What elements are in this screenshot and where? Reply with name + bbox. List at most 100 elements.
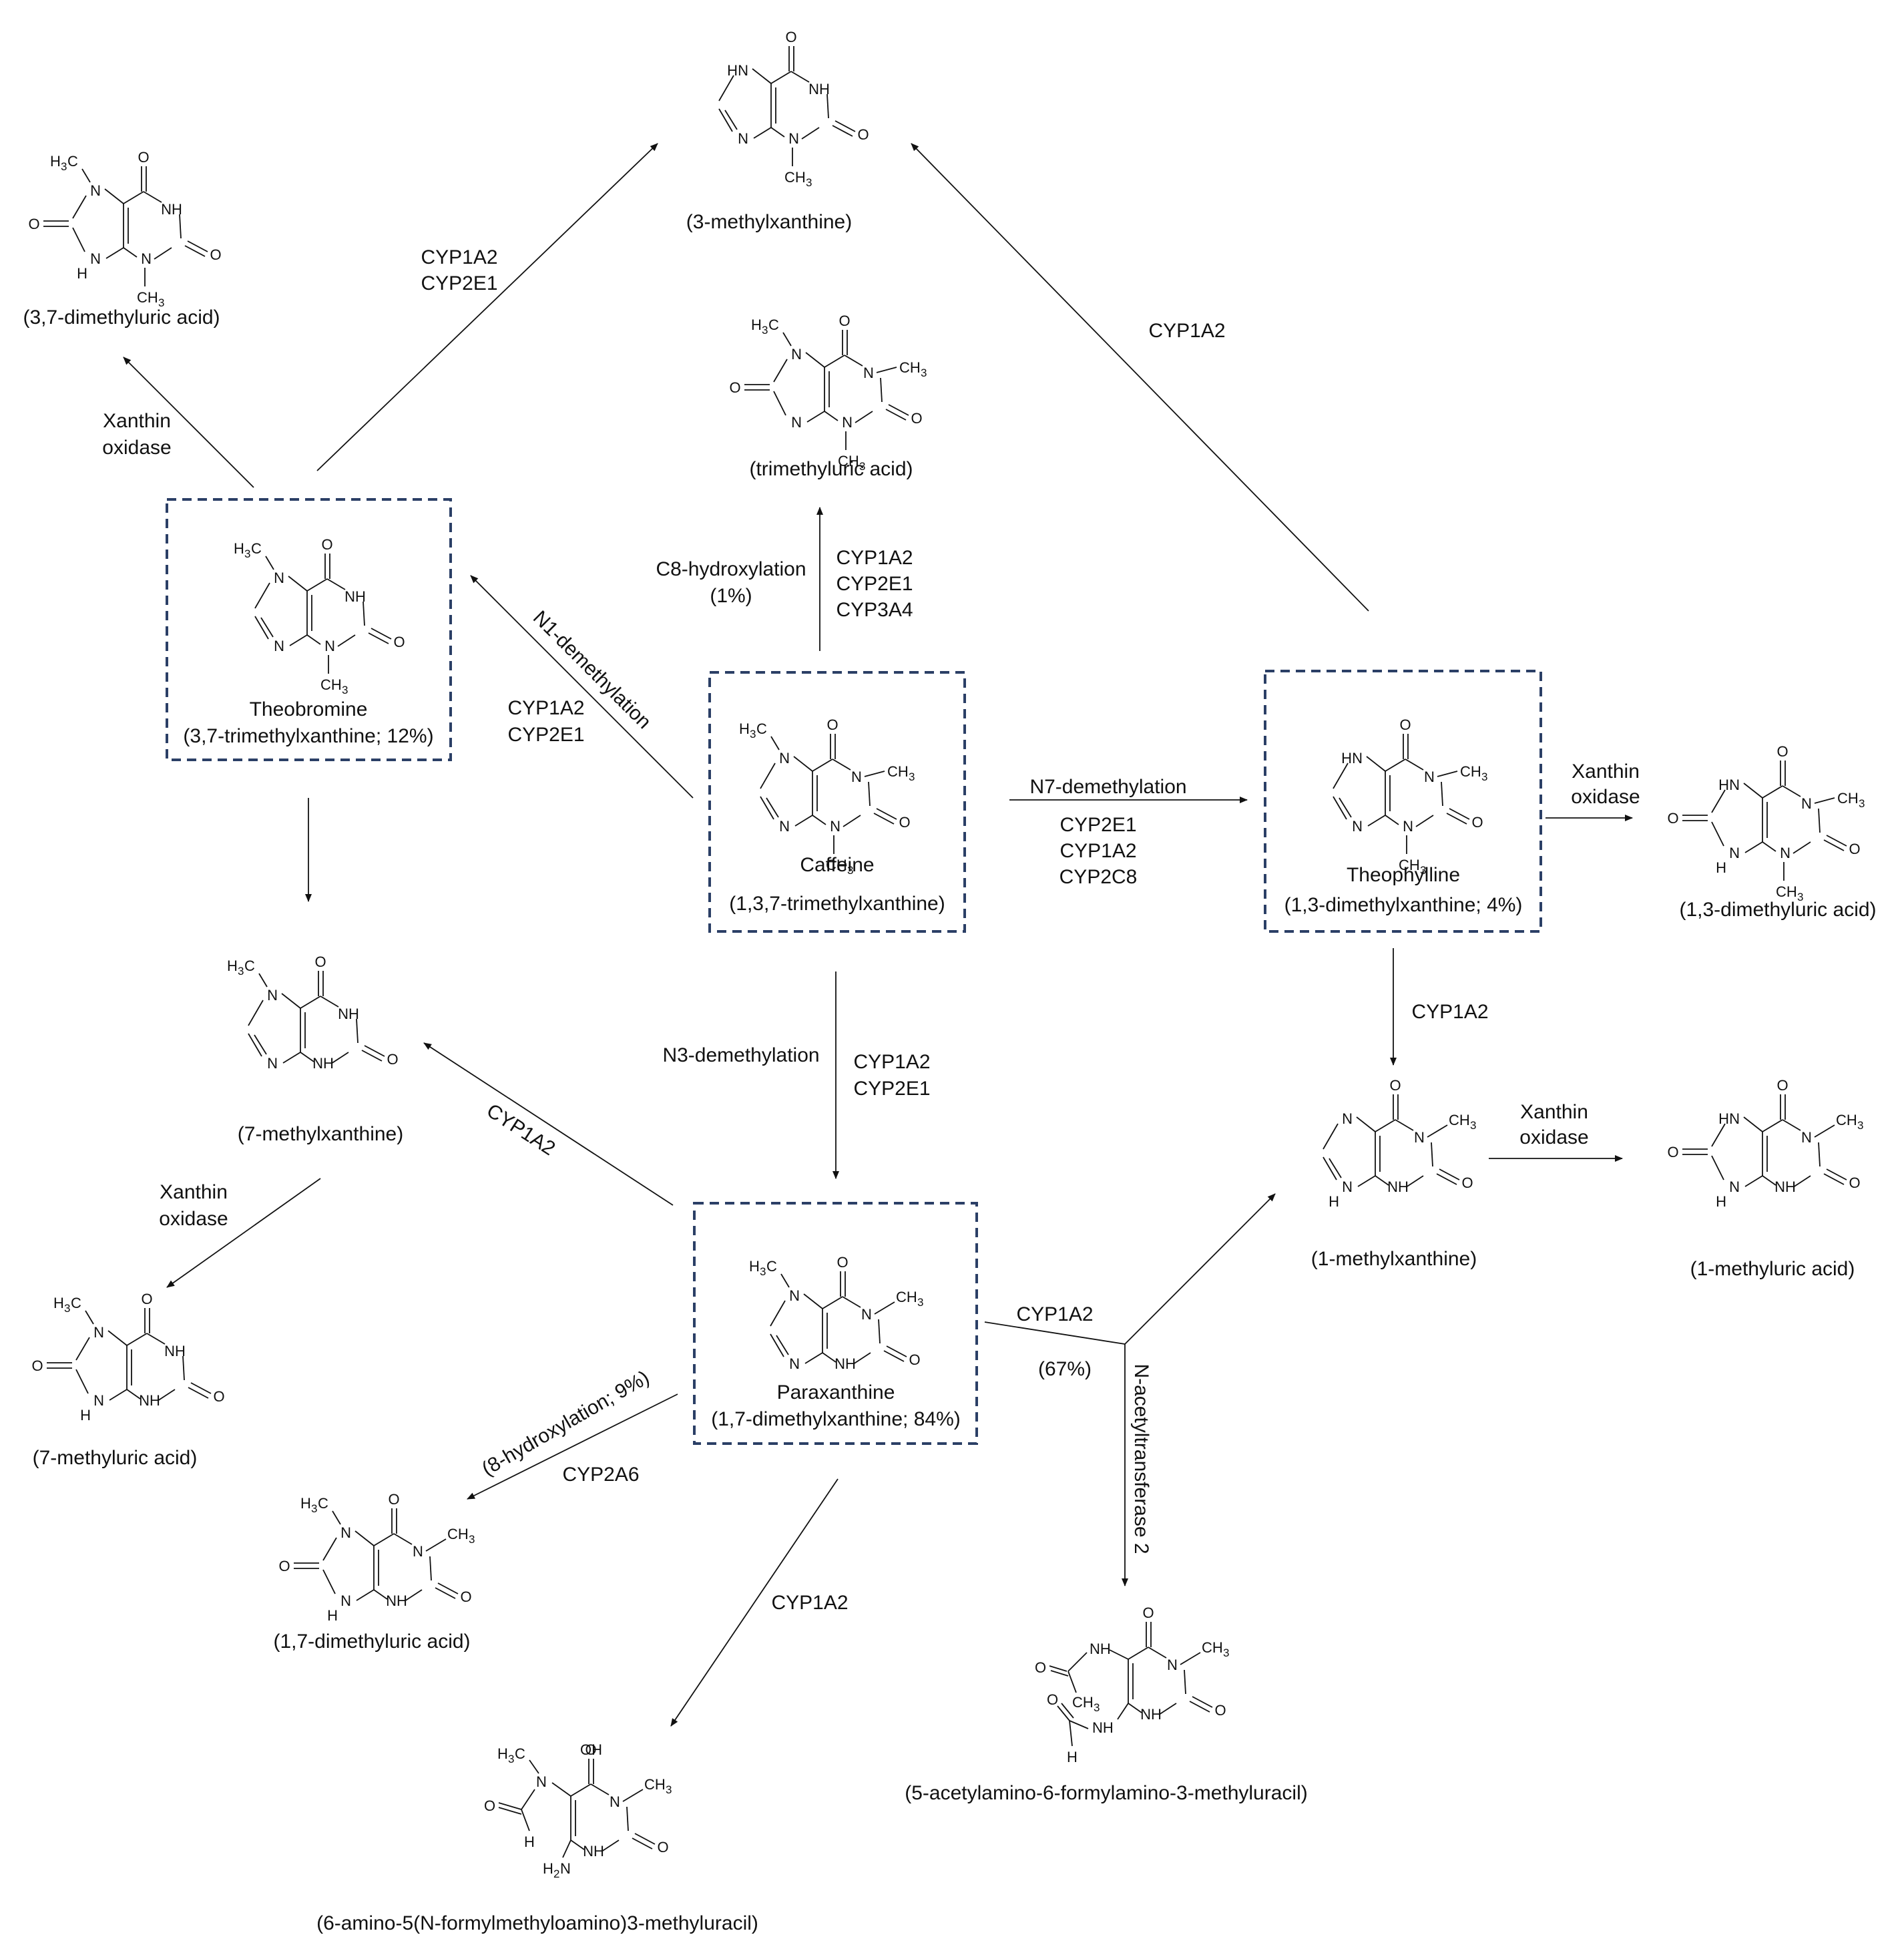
- arrow-theobromine-to-37-dimethyluric: [123, 357, 254, 488]
- svg-text:3: 3: [158, 296, 164, 309]
- enzyme-label: CYP1A2: [507, 697, 584, 719]
- c8-hydroxylation-label: C8-hydroxylation: [656, 558, 806, 580]
- paraxanthine-box: [693, 1202, 978, 1445]
- svg-text:3: 3: [1223, 1647, 1229, 1659]
- svg-text:3: 3: [921, 367, 927, 379]
- pathway-share-label: (67%): [1038, 1358, 1092, 1380]
- svg-text:CH: CH: [1072, 1694, 1094, 1711]
- svg-text:CH: CH: [320, 676, 342, 693]
- svg-text:NH: NH: [139, 1392, 160, 1409]
- svg-text:O: O: [1035, 1659, 1046, 1676]
- svg-text:N: N: [863, 365, 874, 381]
- xanthin-oxidase-label: Xanthin: [1520, 1101, 1588, 1123]
- enzyme-label: CYP1A2: [483, 1100, 559, 1160]
- xanthin-oxidase-label: Xanthin: [160, 1181, 228, 1203]
- svg-text:H: H: [1341, 750, 1352, 767]
- svg-text:3: 3: [244, 548, 250, 560]
- svg-text:3: 3: [1420, 864, 1426, 877]
- svg-text:H: H: [751, 316, 762, 333]
- svg-text:H: H: [227, 957, 238, 974]
- svg-text:H: H: [50, 153, 61, 170]
- 7-methylxanthine-label: (7-methylxanthine): [238, 1123, 403, 1145]
- svg-text:C: C: [67, 153, 78, 170]
- xanthin-oxidase-label: Xanthin: [1572, 761, 1640, 783]
- svg-text:CH: CH: [447, 1526, 469, 1542]
- svg-text:NH: NH: [161, 201, 182, 218]
- svg-text:N: N: [1801, 1129, 1812, 1146]
- n7-demethylation-label: N7-demethylation: [1029, 776, 1186, 798]
- svg-text:CH: CH: [896, 1289, 917, 1305]
- enzyme-label: CYP1A2: [1411, 1001, 1488, 1023]
- svg-text:CH: CH: [1837, 790, 1859, 807]
- svg-text:CH: CH: [1460, 763, 1481, 780]
- enzyme-label: CYP2C8: [1059, 866, 1138, 888]
- enzyme-label: CYP1A2: [771, 1592, 848, 1614]
- svg-text:C: C: [71, 1295, 81, 1311]
- svg-text:H: H: [77, 265, 87, 282]
- n-acetyltransferase-label: N-acetyltransferase 2: [1130, 1363, 1152, 1554]
- svg-text:3: 3: [1470, 1119, 1476, 1132]
- svg-text:N: N: [1414, 1129, 1425, 1146]
- xanthin-oxidase-label: oxidase: [1519, 1126, 1588, 1148]
- 1-methylxanthine-label: (1-methylxanthine): [1311, 1248, 1477, 1270]
- svg-text:CH: CH: [899, 359, 921, 376]
- svg-text:OH: OH: [580, 1741, 602, 1758]
- svg-text:NH: NH: [386, 1592, 407, 1609]
- svg-text:N: N: [324, 638, 335, 654]
- svg-text:CH: CH: [1449, 1112, 1470, 1128]
- 3-methylxanthine-label: (3-methylxanthine): [686, 211, 852, 233]
- svg-text:3: 3: [1797, 891, 1803, 903]
- theophylline-label: Theophylline: [1347, 864, 1460, 886]
- svg-text:H: H: [727, 62, 738, 79]
- svg-text:C: C: [756, 720, 767, 737]
- svg-text:NH: NH: [808, 81, 830, 97]
- svg-text:3: 3: [847, 864, 853, 877]
- svg-text:H: H: [749, 1258, 760, 1275]
- caffeine-detail: (1,3,7-trimethylxanthine): [729, 893, 945, 915]
- enzyme-label: CYP2E1: [421, 272, 497, 294]
- svg-text:H: H: [543, 1860, 553, 1877]
- svg-text:3: 3: [61, 160, 67, 173]
- svg-text:CH: CH: [1399, 857, 1420, 873]
- caffeine-box: [708, 671, 966, 933]
- svg-text:3: 3: [1481, 771, 1487, 783]
- enzyme-label: CYP1A2: [1016, 1303, 1093, 1325]
- svg-text:C: C: [251, 540, 262, 557]
- xanthin-oxidase-label: Xanthin: [103, 410, 171, 432]
- svg-text:N: N: [141, 250, 152, 267]
- svg-text:3: 3: [859, 460, 865, 473]
- 17-dimethyluric-acid-label: (1,7-dimethyluric acid): [273, 1631, 470, 1653]
- svg-text:N: N: [560, 1860, 571, 1877]
- paraxanthine-label: Paraxanthine: [777, 1381, 895, 1403]
- svg-text:CH: CH: [826, 857, 847, 873]
- svg-text:N: N: [1780, 845, 1791, 861]
- arrow-7-methylxanthine-to-7-methyluric: [166, 1178, 321, 1288]
- arrow-theophylline-to-3-methylxanthine: [911, 143, 1369, 612]
- enzyme-label: CYP1A2: [1148, 320, 1225, 342]
- svg-text:N: N: [1403, 818, 1413, 835]
- svg-text:CH: CH: [1776, 883, 1797, 900]
- 1-methyluric-acid-label: (1-methyluric acid): [1690, 1258, 1855, 1280]
- svg-text:H: H: [300, 1495, 311, 1512]
- svg-text:CH: CH: [1202, 1639, 1223, 1656]
- svg-text:N: N: [842, 414, 853, 431]
- enzyme-label: CYP1A2: [1059, 840, 1136, 862]
- svg-text:N: N: [788, 130, 799, 147]
- arrow-paraxanthine-to-afmu: [670, 1478, 839, 1727]
- arrow-caffeine-to-theobromine: [470, 575, 694, 799]
- svg-text:3: 3: [666, 1783, 672, 1796]
- arrow-branch-to-1-methylxanthine: [1124, 1193, 1276, 1345]
- svg-text:3: 3: [806, 176, 812, 189]
- svg-text:N: N: [536, 1773, 547, 1790]
- svg-text:H: H: [53, 1295, 64, 1311]
- svg-text:CH: CH: [137, 289, 158, 306]
- svg-text:NH: NH: [312, 1055, 334, 1072]
- trimethyluric-acid-label: (trimethyluric acid): [749, 458, 913, 480]
